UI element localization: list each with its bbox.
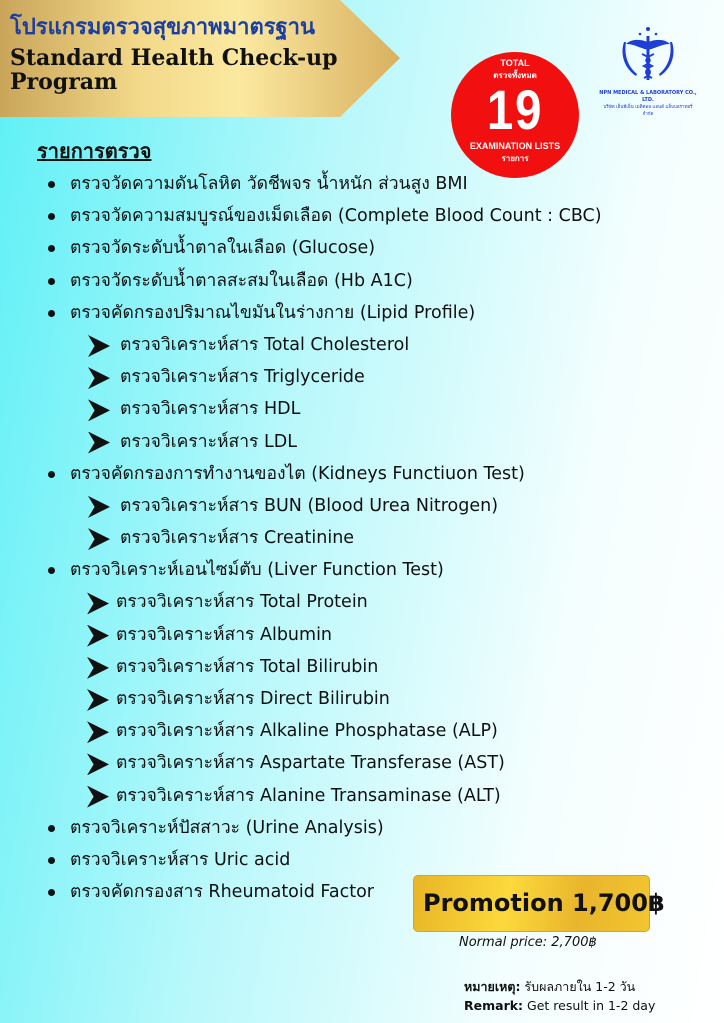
- examination-list: ตรวจวัดความดันโลหิต วัดชีพจร น้ำหนัก ส่ว…: [0, 172, 724, 912]
- list-item: ตรวจคัดกรองปริมาณไขมันในร่างกาย (Lipid P…: [0, 301, 724, 333]
- arrow-bullet-icon: [87, 592, 109, 615]
- remark-th-label: หมายเหตุ:: [464, 979, 521, 994]
- list-item-text: ตรวจวิเคราะห์สาร Total Cholesterol: [120, 334, 410, 355]
- list-item-text: ตรวจวิเคราะห์สาร Creatinine: [120, 528, 355, 549]
- list-item: ตรวจวิเคราะห์สาร Albumin: [0, 623, 724, 655]
- list-item: ตรวจวัดระดับน้ำตาลสะสมในเลือด (Hb A1C): [0, 269, 724, 301]
- list-item-text: ตรวจวิเคราะห์สาร Direct Bilirubin: [116, 689, 390, 709]
- list-item-text: ตรวจคัดกรองปริมาณไขมันในร่างกาย (Lipid P…: [70, 302, 476, 323]
- list-item: ตรวจวัดระดับน้ำตาลในเลือด (Glucose): [0, 236, 724, 268]
- arrow-bullet-icon: [88, 495, 110, 518]
- arrow-bullet-icon: [88, 528, 110, 551]
- arrow-bullet-icon: [88, 431, 110, 454]
- bullet-icon: [48, 567, 55, 575]
- list-item-text: ตรวจวิเคราะห์สาร LDL: [120, 431, 297, 452]
- badge-top-th: ตรวจทั้งหมด: [493, 71, 537, 80]
- badge-bottom-th: รายการ: [501, 154, 529, 163]
- badge-bottom-en: EXAMINATION LISTS: [469, 141, 561, 151]
- list-item: ตรวจวิเคราะห์สาร LDL: [0, 430, 724, 462]
- list-item: ตรวจวิเคราะห์สาร Creatinine: [0, 526, 724, 558]
- company-logo: NPN MEDICAL & LABORATORY CO., LTD. บริษั…: [598, 26, 698, 118]
- list-item-text: ตรวจวิเคราะห์เอนไซม์ตับ (Liver Function …: [70, 560, 444, 581]
- total-count-badge: TOTAL ตรวจทั้งหมด 19 EXAMINATION LISTS ร…: [451, 52, 579, 178]
- bullet-icon: [48, 470, 55, 478]
- list-item: ตรวจวัดความสมบูรณ์ของเม็ดเลือด (Complete…: [0, 204, 724, 236]
- remark-en-text: Get result in 1-2 day: [523, 998, 656, 1013]
- header-banner: [0, 0, 400, 117]
- list-item-text: ตรวจวัดความดันโลหิต วัดชีพจร น้ำหนัก ส่ว…: [70, 174, 468, 194]
- section-heading: รายการตรวจ: [37, 139, 152, 163]
- list-item-text: ตรวจวิเคราะห์สาร Total Protein: [116, 592, 368, 613]
- normal-price: Normal price: 2,700฿: [459, 935, 597, 950]
- arrow-bullet-icon: [87, 753, 109, 776]
- bullet-icon: [48, 181, 55, 188]
- promotion-price: Promotion 1,700฿: [413, 875, 665, 932]
- remark-th-text: รับผลภายใน 1-2 วัน: [520, 979, 636, 994]
- bullet-icon: [48, 213, 55, 221]
- list-item: ตรวจวิเคราะห์สาร Uric acid: [0, 848, 724, 880]
- list-item-text: ตรวจวัดระดับน้ำตาลในเลือด (Glucose): [70, 238, 376, 259]
- bullet-icon: [48, 889, 55, 897]
- list-item: ตรวจวิเคราะห์สาร BUN (Blood Urea Nitroge…: [0, 494, 724, 526]
- list-item: ตรวจคัดกรองการทำงานของไต (Kidneys Functi…: [0, 462, 724, 494]
- bullet-icon: [48, 277, 55, 285]
- logo-name-th: บริษัท เอ็นพีเอ็น เมดิคอล แอนด์ แล็บบอรา…: [603, 105, 693, 117]
- list-item-text: ตรวจวิเคราะห์สาร Triglyceride: [120, 367, 365, 388]
- list-item-text: ตรวจวิเคราะห์ปัสสาวะ (Urine Analysis): [70, 817, 384, 838]
- list-item-text: ตรวจคัดกรองสาร Rheumatoid Factor: [70, 882, 374, 903]
- list-item-text: ตรวจวิเคราะห์สาร HDL: [120, 399, 301, 420]
- list-item: ตรวจวิเคราะห์สาร Alkaline Phosphatase (A…: [0, 719, 724, 751]
- list-item-text: ตรวจวิเคราะห์สาร Aspartate Transferase (…: [116, 753, 505, 774]
- list-item: ตรวจวิเคราะห์สาร Direct Bilirubin: [0, 687, 724, 719]
- bullet-icon: [48, 245, 55, 253]
- list-item: ตรวจวัดความดันโลหิต วัดชีพจร น้ำหนัก ส่ว…: [0, 172, 724, 204]
- list-item: ตรวจวิเคราะห์สาร HDL: [0, 397, 724, 429]
- bullet-icon: [48, 309, 55, 317]
- badge-count: 19: [486, 78, 544, 141]
- list-item: ตรวจวิเคราะห์สาร Alanine Transaminase (A…: [0, 784, 724, 816]
- list-item: ตรวจวิเคราะห์สาร Triglyceride: [0, 365, 724, 397]
- list-item-text: ตรวจวิเคราะห์สาร Alkaline Phosphatase (A…: [116, 721, 498, 742]
- list-item: ตรวจวิเคราะห์เอนไซม์ตับ (Liver Function …: [0, 558, 724, 590]
- list-item-text: ตรวจวัดความสมบูรณ์ของเม็ดเลือด (Complete…: [70, 206, 602, 227]
- list-item: ตรวจวิเคราะห์ปัสสาวะ (Urine Analysis): [0, 816, 724, 848]
- list-item: ตรวจวิเคราะห์สาร Total Bilirubin: [0, 655, 724, 687]
- arrow-bullet-icon: [87, 656, 109, 679]
- remark-en-label: Remark:: [464, 998, 524, 1013]
- logo-name-en: NPN MEDICAL & LABORATORY CO., LTD.: [599, 90, 697, 103]
- arrow-bullet-icon: [87, 721, 109, 744]
- list-item-text: ตรวจวิเคราะห์สาร Alanine Transaminase (A…: [116, 785, 501, 806]
- bullet-icon: [48, 824, 55, 832]
- list-item: ตรวจวิเคราะห์สาร Total Cholesterol: [0, 333, 724, 365]
- list-item-text: ตรวจวิเคราะห์สาร Albumin: [116, 624, 333, 645]
- arrow-bullet-icon: [87, 689, 109, 711]
- arrow-bullet-icon: [87, 624, 109, 647]
- remark: หมายเหตุ: รับผลภายใน 1-2 วัน Remark: Get…: [464, 977, 655, 1015]
- arrow-bullet-icon: [88, 399, 110, 422]
- badge-top-en: TOTAL: [500, 58, 530, 68]
- arrow-bullet-icon: [88, 334, 110, 357]
- list-item-text: ตรวจวิเคราะห์สาร Total Bilirubin: [116, 656, 379, 677]
- list-item-text: ตรวจวัดระดับน้ำตาลสะสมในเลือด (Hb A1C): [70, 270, 413, 291]
- list-item: ตรวจวิเคราะห์สาร Aspartate Transferase (…: [0, 751, 724, 783]
- list-item: ตรวจคัดกรองสาร Rheumatoid Factor: [0, 880, 724, 912]
- list-item-text: ตรวจวิเคราะห์สาร BUN (Blood Urea Nitroge…: [120, 495, 499, 516]
- title-english: Standard Health Check-up Program: [10, 45, 338, 95]
- bullet-icon: [48, 856, 55, 864]
- list-item-text: ตรวจวิเคราะห์สาร Uric acid: [70, 849, 291, 870]
- caduceus-wreath-icon: [622, 27, 674, 80]
- list-item: ตรวจวิเคราะห์สาร Total Protein: [0, 590, 724, 622]
- title-thai: โปรแกรมตรวจสุขภาพมาตรฐาน: [10, 15, 316, 40]
- arrow-bullet-icon: [88, 367, 110, 390]
- arrow-bullet-icon: [87, 785, 109, 808]
- list-item-text: ตรวจคัดกรองการทำงานของไต (Kidneys Functi…: [70, 463, 525, 484]
